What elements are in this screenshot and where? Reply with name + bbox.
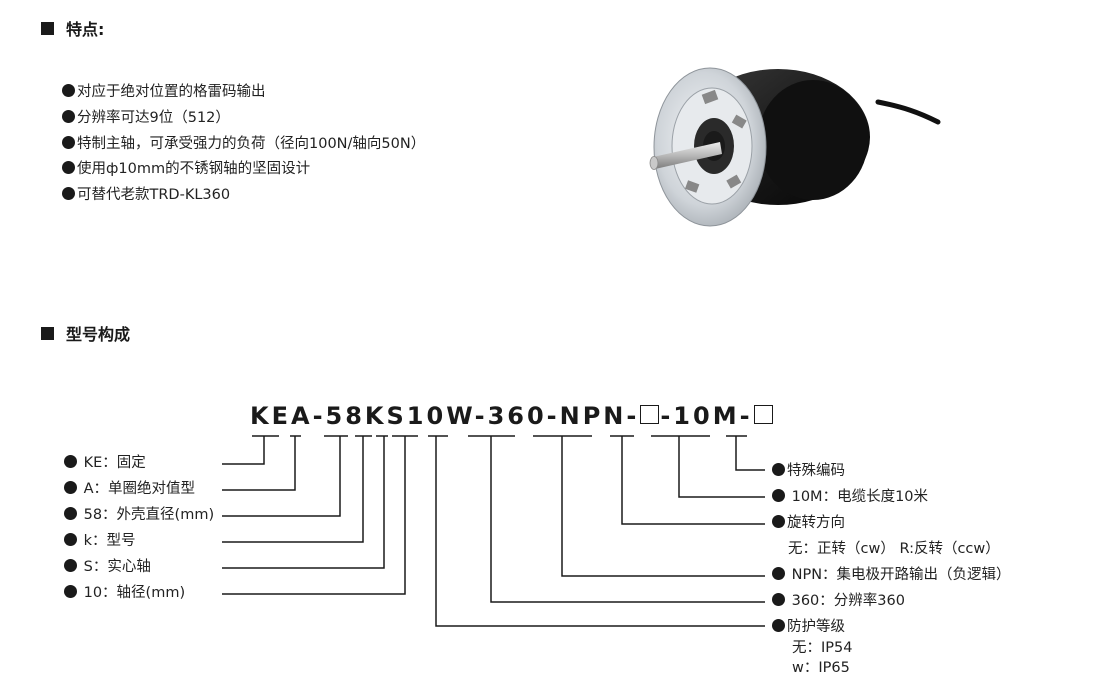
bullet-dot-icon (62, 135, 75, 149)
bullet-dot-icon (64, 585, 77, 598)
feature-item: 使用ф10mm的不锈钢轴的坚固设计 (62, 157, 425, 183)
encoder-product-image (649, 67, 941, 227)
code-label-rotation-detail: 无：正转（cw） R:反转（ccw） (788, 541, 1000, 557)
square-bullet-icon (41, 326, 54, 340)
model-code-part: KEA-58KS10W-360-NPN- (250, 402, 640, 430)
bullet-dot-icon (772, 463, 785, 476)
code-label-protection-w: w：IP65 (792, 660, 850, 676)
bullet-dot-icon (64, 559, 77, 572)
bullet-dot-icon (62, 161, 75, 175)
bullet-dot-icon (772, 619, 785, 632)
bullet-dot-icon (64, 533, 77, 546)
bullet-dot-icon (772, 489, 785, 502)
code-label-rotation: 旋转方向 (772, 513, 845, 533)
features-section-title: 特点: (41, 16, 104, 40)
bullet-dot-icon (62, 187, 75, 201)
code-label-58: 58：外壳直径(mm) (64, 505, 214, 525)
bullet-dot-icon (64, 507, 77, 520)
bullet-dot-icon (772, 567, 785, 580)
code-label-protection: 防护等级 (772, 617, 845, 637)
code-label-ke: KE：固定 (64, 453, 146, 473)
model-section-title: 型号构成 (41, 321, 130, 345)
bullet-dot-icon (772, 515, 785, 528)
feature-item: 分辨率可达9位（512） (62, 106, 425, 132)
code-label-protection-none: 无：IP54 (792, 640, 853, 656)
code-label-s: S：实心轴 (64, 557, 151, 577)
placeholder-box-icon (640, 405, 660, 424)
feature-list: 对应于绝对位置的格雷码输出 分辨率可达9位（512） 特制主轴，可承受强力的负荷… (62, 80, 425, 209)
code-label-resolution: 360：分辨率360 (772, 591, 905, 611)
model-code: KEA-58KS10W-360-NPN- -10M- (250, 402, 774, 430)
model-code-part: -10M- (660, 402, 753, 430)
code-label-special: 特殊编码 (772, 461, 845, 481)
feature-item: 对应于绝对位置的格雷码输出 (62, 80, 425, 106)
feature-item: 可替代老款TRD-KL360 (62, 183, 425, 209)
bullet-dot-icon (64, 481, 77, 494)
code-label-cable: 10M：电缆长度10米 (772, 487, 928, 507)
code-label-10: 10：轴径(mm) (64, 583, 185, 603)
bullet-dot-icon (62, 109, 75, 123)
feature-item: 特制主轴，可承受强力的负荷（径向100N/轴向50N） (62, 132, 425, 158)
bullet-dot-icon (772, 593, 785, 606)
bullet-dot-icon (62, 84, 75, 97)
code-label-k: k：型号 (64, 531, 136, 551)
bullet-dot-icon (64, 455, 77, 468)
square-bullet-icon (41, 21, 54, 35)
code-label-a: A：单圈绝对值型 (64, 479, 195, 499)
placeholder-box-icon (753, 405, 773, 424)
code-label-output: NPN：集电极开路输出（负逻辑） (772, 565, 1011, 585)
